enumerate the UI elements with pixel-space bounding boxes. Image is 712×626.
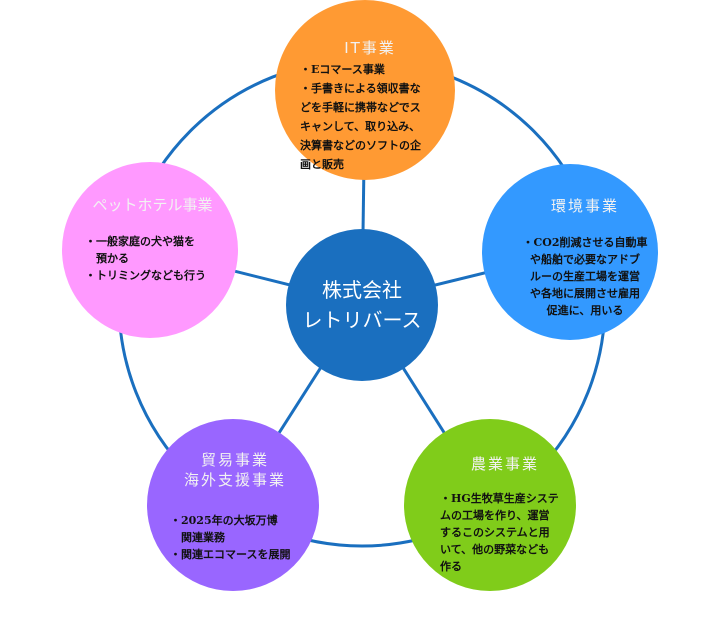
- environment-circle: [482, 164, 658, 340]
- node-body: ・Eコマース事業 ・手書きによる領収書な どを手軽に携帯などでス キャンして、取…: [300, 60, 440, 174]
- agriculture-node: 農業事業 ・HG生牧草生産システ ムの工場を作り、運営 するこのシステムと用 い…: [440, 454, 570, 575]
- node-line: ・一般家庭の犬や猫を: [85, 235, 195, 248]
- node-line: 促進に、用いる: [546, 304, 624, 317]
- node-line: や船舶で必要なアドブ: [530, 253, 640, 266]
- node-line: ・CO2削減させる自動車: [522, 236, 648, 249]
- node-line: 決算書などのソフトの企: [300, 139, 421, 152]
- it-node: IT事業 ・Eコマース事業 ・手書きによる領収書な どを手軽に携帯などでス キャ…: [300, 38, 440, 174]
- node-title: 環境事業: [550, 197, 619, 215]
- node-title: ペットホテル事業: [92, 196, 213, 214]
- node-line: いて、他の野菜なども: [440, 543, 550, 556]
- company-name-line1: 株式会社: [322, 278, 402, 302]
- node-body: ・CO2削減させる自動車 や船舶で必要なアドブ ルーの生産工場を運営 や各地に展…: [520, 234, 650, 319]
- it-circle: [275, 0, 455, 180]
- node-line: 作る: [440, 560, 462, 573]
- node-line: ムの工場を作り、運営: [440, 509, 550, 522]
- node-line: 画と販売: [300, 158, 344, 171]
- environment-node: 環境事業 ・CO2削減させる自動車 や船舶で必要なアドブ ルーの生産工場を運営 …: [520, 196, 650, 319]
- agriculture-circle: [404, 419, 576, 591]
- node-line: ・手書きによる領収書な: [300, 82, 421, 95]
- company-name-line2: レトリバース: [302, 308, 422, 332]
- node-title: IT事業: [344, 39, 396, 57]
- pet-hotel-circle: [62, 162, 238, 338]
- node-body: ・一般家庭の犬や猫を 預かる ・トリミングなども行う: [85, 233, 220, 284]
- node-line: キャンして、取り込み、: [300, 120, 421, 133]
- company-label: 株式会社 レトリバース: [290, 275, 434, 335]
- node-title: 貿易事業: [200, 451, 269, 469]
- node-line: ルーの生産工場を運営: [530, 270, 640, 283]
- trade-node: 貿易事業 海外支援事業 ・2025年の大坂万博 関連業務 ・関連エコマースを展開: [170, 450, 300, 563]
- node-line: ・Eコマース事業: [300, 63, 385, 76]
- node-line: ・トリミングなども行う: [85, 269, 206, 282]
- node-body: ・2025年の大坂万博 関連業務 ・関連エコマースを展開: [170, 512, 300, 563]
- node-line: どを手軽に携帯などでス: [300, 101, 421, 114]
- node-body: ・HG生牧草生産システ ムの工場を作り、運営 するこのシステムと用 いて、他の野…: [440, 490, 570, 575]
- node-line: 預かる: [85, 252, 129, 265]
- trade-circle: [147, 419, 319, 591]
- node-line: ・2025年の大坂万博: [170, 514, 278, 527]
- node-line: ・HG生牧草生産システ: [440, 492, 559, 505]
- node-title: 農業事業: [470, 455, 539, 473]
- node-line: 関連業務: [170, 531, 225, 544]
- pet-hotel-node: ペットホテル事業 ・一般家庭の犬や猫を 預かる ・トリミングなども行う: [85, 195, 220, 284]
- company-circle: [286, 229, 438, 381]
- node-line: や各地に展開させ雇用: [530, 287, 640, 300]
- node-line: するこのシステムと用: [440, 526, 550, 539]
- node-subtitle: 海外支援事業: [183, 471, 286, 489]
- node-line: ・関連エコマースを展開: [170, 548, 291, 561]
